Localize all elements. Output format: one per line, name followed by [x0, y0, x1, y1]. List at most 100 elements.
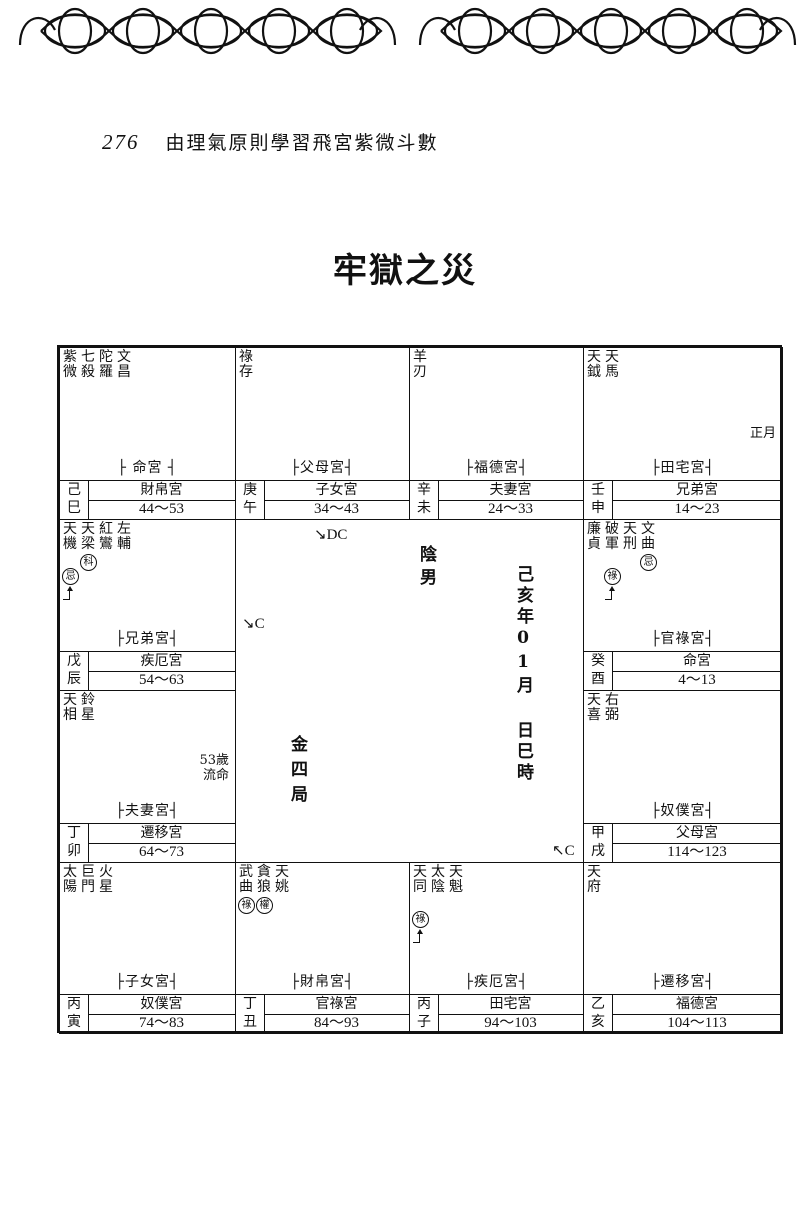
natal-palace-name: 夫妻宮 — [438, 481, 583, 501]
palace-cell: 天機天梁紅鸞左輔科忌├兄弟宮┤ 戊 辰 疾厄宮 54～63 — [59, 519, 236, 691]
cell-footer: 庚 午 子女宮 34～43 — [236, 480, 409, 519]
palace-cell: 天同太陰天魁祿├疾厄宮┤ 丙 子 田宅宮 94～103 — [409, 862, 584, 1034]
flying-palace-label: ├夫妻宮┤ — [115, 803, 180, 819]
earthly-branch: 未 — [417, 500, 431, 516]
decade-range: 24～33 — [487, 501, 533, 517]
star-name: 紅鸞 — [99, 521, 113, 552]
earthly-branch: 丑 — [243, 1014, 257, 1030]
earthly-branch: 巳 — [67, 500, 81, 516]
heavenly-stem: 戊 — [67, 653, 81, 669]
star-name: 文昌 — [117, 349, 131, 380]
palace-cell: 天喜右弼├奴僕宮┤ 甲 戌 父母宮 114～123 — [583, 690, 783, 863]
decade-range: 104～113 — [667, 1015, 727, 1031]
star-name: 天機 — [63, 521, 77, 552]
star-name: 太陰 — [431, 864, 445, 895]
natal-palace-name: 父母宮 — [612, 824, 782, 844]
cell-note: 53歲 流命 — [199, 753, 229, 783]
star-name: 天姚 — [275, 864, 289, 895]
gender-label: 陰男 — [416, 545, 436, 591]
star-name: 天喜 — [587, 692, 601, 723]
earthly-branch: 午 — [243, 500, 257, 516]
decade-range: 114～123 — [667, 844, 727, 860]
decade-range: 84～93 — [313, 1015, 359, 1031]
star-name: 天刑 — [623, 521, 637, 552]
chart-title: 牢獄之災 — [333, 251, 477, 291]
cell-footer: 丁 卯 遷移宮 64～73 — [60, 823, 235, 862]
cell-footer: 戊 辰 疾厄宮 54～63 — [60, 651, 235, 690]
birth-info: 己亥年01月 日巳時 — [513, 565, 533, 784]
star-list: 天喜右弼 — [587, 693, 619, 723]
star-name: 天馬 — [605, 349, 619, 380]
star-list: 武曲貪狼天姚 — [239, 865, 289, 895]
bureau-label: 金四局 — [287, 735, 307, 810]
star-name: 武曲 — [239, 864, 253, 895]
heavenly-stem: 丙 — [67, 996, 81, 1012]
natal-palace-name: 田宅宮 — [438, 995, 583, 1015]
transform-badge-icon: 科 — [80, 554, 97, 571]
earthly-branch: 戌 — [591, 843, 605, 859]
cell-footer: 丙 寅 奴僕宮 74～83 — [60, 994, 235, 1033]
flying-palace-label: ├疾厄宮┤ — [464, 974, 529, 990]
stem-branch: 戊 辰 — [60, 652, 89, 690]
palace-cell: 羊刃├福德宮┤ 辛 未 夫妻宮 24～33 — [409, 347, 584, 520]
star-name: 祿存 — [239, 349, 253, 380]
flying-palace-label: ├遷移宮┤ — [651, 974, 715, 990]
flying-palace-label: ├兄弟宮┤ — [115, 631, 180, 647]
flying-palace-label: ├奴僕宮┤ — [651, 803, 715, 819]
decade-range: 94～103 — [484, 1015, 537, 1031]
earthly-branch: 子 — [417, 1014, 431, 1030]
star-list: 羊刃 — [413, 350, 427, 380]
decade-range: 64～73 — [138, 844, 184, 860]
palace-cell: 太陽巨門火星├子女宮┤ 丙 寅 奴僕宮 74～83 — [59, 862, 236, 1034]
star-list: 天機天梁紅鸞左輔 — [63, 522, 131, 552]
earthly-branch: 寅 — [67, 1014, 81, 1030]
palace-cell: 祿存├父母宮┤ 庚 午 子女宮 34～43 — [235, 347, 410, 520]
stem-branch: 庚 午 — [236, 481, 265, 519]
heavenly-stem: 壬 — [591, 482, 605, 498]
stem-branch: 丙 寅 — [60, 995, 89, 1033]
star-name: 天魁 — [449, 864, 463, 895]
star-name: 火星 — [99, 864, 113, 895]
page-number: 276 — [102, 130, 140, 154]
heavenly-stem: 丁 — [243, 996, 257, 1012]
stem-branch: 乙 亥 — [584, 995, 613, 1033]
transform-badge-icon: 權 — [256, 897, 273, 914]
star-name: 太陽 — [63, 864, 77, 895]
star-name: 貪狼 — [257, 864, 271, 895]
page-header: 276 由理氣原則學習飛宮紫微斗數 — [102, 128, 439, 155]
star-name: 天相 — [63, 692, 77, 723]
star-list: 紫微七殺陀羅文昌 — [63, 350, 131, 380]
mark-dc: ↘DC — [314, 527, 348, 543]
decorative-knot-border — [18, 7, 797, 55]
earthly-branch: 亥 — [591, 1014, 605, 1030]
mark-c-left: ↘C — [242, 616, 265, 632]
stem-branch: 壬 申 — [584, 481, 613, 519]
flying-palace-label: ├財帛宮┤ — [290, 974, 355, 990]
star-name: 天梁 — [81, 521, 95, 552]
natal-palace-name: 兄弟宮 — [612, 481, 782, 501]
palace-cell: 紫微七殺陀羅文昌├ 命宮 ┤ 己 巳 財帛宮 44～53 — [59, 347, 236, 520]
cell-footer: 丙 子 田宅宮 94～103 — [410, 994, 583, 1033]
star-name: 天府 — [587, 864, 601, 895]
natal-palace-name: 遷移宮 — [88, 824, 235, 844]
decade-range: 74～83 — [138, 1015, 184, 1031]
star-name: 七殺 — [81, 349, 95, 380]
heavenly-stem: 癸 — [591, 653, 605, 669]
flying-arrow-icon — [605, 586, 615, 600]
star-list: 天鉞天馬 — [587, 350, 619, 380]
ziwei-chart-grid: 陰男 己亥年01月 日巳時 金四局 ↘DC ↘C ↖C 紫微七殺陀羅文昌├ 命宮… — [57, 345, 783, 1034]
star-name: 天同 — [413, 864, 427, 895]
star-list: 太陽巨門火星 — [63, 865, 113, 895]
heavenly-stem: 丙 — [417, 996, 431, 1012]
star-list: 廉貞破軍天刑文曲 — [587, 522, 655, 552]
star-name: 紫微 — [63, 349, 77, 380]
decade-range: 14～23 — [674, 501, 720, 517]
transform-badge-icon: 祿 — [238, 897, 255, 914]
decade-range: 4～13 — [678, 672, 716, 688]
stem-branch: 己 巳 — [60, 481, 89, 519]
star-name: 廉貞 — [587, 521, 601, 552]
cell-footer: 己 巳 財帛宮 44～53 — [60, 480, 235, 519]
palace-cell: 廉貞破軍天刑文曲忌祿├官祿宮┤ 癸 酉 命宮 4～13 — [583, 519, 783, 691]
star-list: 天同太陰天魁 — [413, 865, 463, 895]
palace-cell: 武曲貪狼天姚祿權├財帛宮┤ 丁 丑 官祿宮 84～93 — [235, 862, 410, 1034]
